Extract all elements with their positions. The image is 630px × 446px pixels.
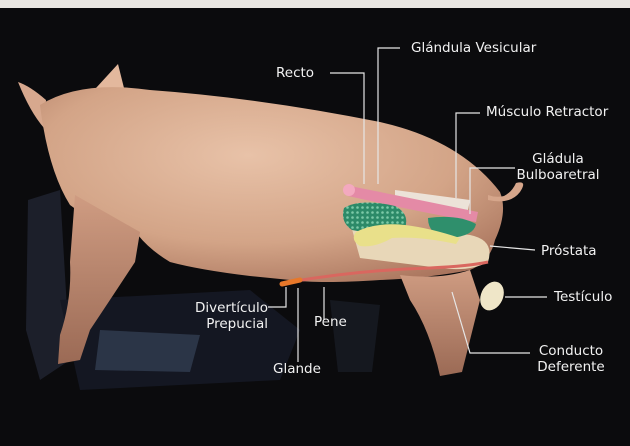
- label-glande: Glande: [273, 361, 321, 377]
- label-musculo-retractor: Músculo Retractor: [486, 104, 608, 120]
- label-conducto-line2: Deferente: [530, 359, 612, 375]
- label-recto: Recto: [276, 65, 314, 81]
- label-conducto-line1: Conducto: [530, 343, 612, 359]
- label-diverticulo-line1: Divertículo: [178, 300, 268, 316]
- label-bulbouretral-line2: Bulboaretral: [516, 167, 600, 183]
- label-prostata: Próstata: [541, 243, 597, 259]
- pig-hind-leg: [400, 270, 480, 376]
- label-testiculo: Testículo: [554, 289, 612, 305]
- rectum-opening: [343, 184, 355, 196]
- label-glandula-vesicular: Glándula Vesicular: [411, 40, 536, 56]
- label-pene: Pene: [314, 314, 347, 330]
- label-glandula-bulbouretral: Gládula Bulboaretral: [516, 151, 600, 183]
- label-diverticulo-line2: Prepucial: [178, 316, 268, 332]
- label-diverticulo-prepucial: Divertículo Prepucial: [178, 300, 268, 332]
- label-bulbouretral-line1: Gládula: [516, 151, 600, 167]
- label-conducto-deferente: Conducto Deferente: [530, 343, 612, 375]
- testicle: [476, 278, 509, 314]
- glans: [282, 280, 300, 284]
